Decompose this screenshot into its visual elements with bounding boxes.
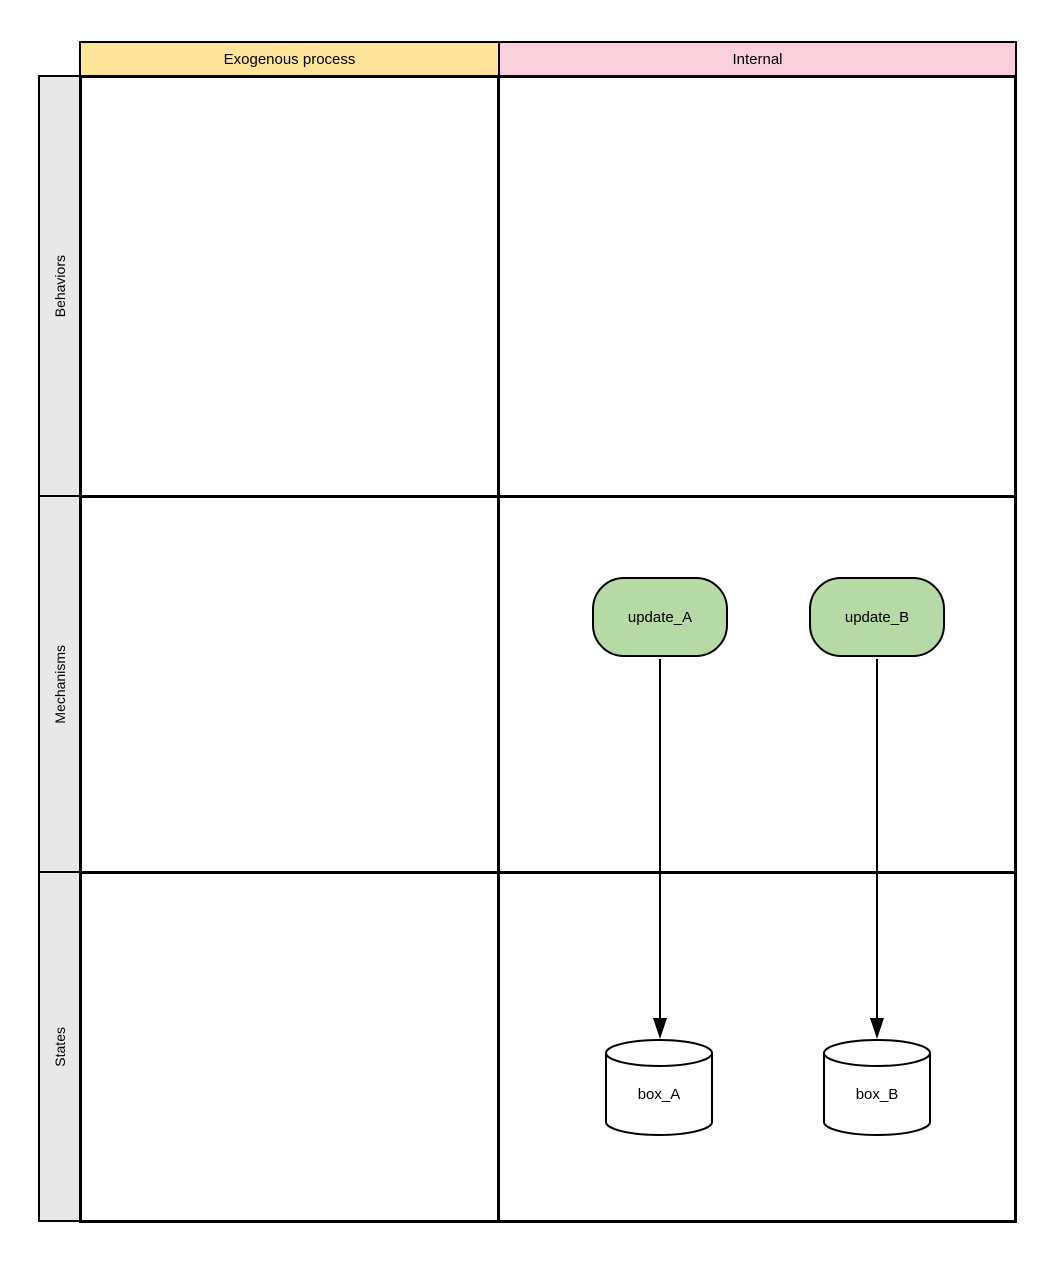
node-update-b[interactable]: update_B	[809, 577, 945, 657]
node-update-a[interactable]: update_A	[592, 577, 728, 657]
row-header-behaviors: Behaviors	[38, 75, 81, 498]
edge-update-b-to-box-b[interactable]	[870, 659, 884, 1039]
grid-divider-vertical	[497, 75, 500, 1223]
cylinder-top-ellipse	[823, 1052, 931, 1067]
grid-divider-behaviors-mechanisms	[79, 495, 1017, 498]
node-update-b-label: update_B	[844, 608, 910, 626]
node-box-a-label: box_A	[638, 1086, 681, 1103]
node-box-a[interactable]: box_A	[605, 1039, 713, 1136]
node-update-a-label: update_A	[627, 608, 693, 626]
row-header-mechanisms: Mechanisms	[38, 495, 81, 874]
edge-update-a-to-box-a[interactable]	[653, 659, 667, 1039]
column-header-label: Internal	[732, 51, 783, 68]
node-box-b-label: box_B	[856, 1086, 899, 1103]
arrowhead-icon	[870, 1018, 884, 1039]
node-box-b[interactable]: box_B	[823, 1039, 931, 1136]
column-header-label: Exogenous process	[223, 51, 356, 68]
grid-divider-mechanisms-states	[79, 871, 1017, 874]
arrowhead-icon	[653, 1018, 667, 1039]
cylinder-top-ellipse	[605, 1052, 713, 1067]
column-header-exogenous-process: Exogenous process	[79, 41, 500, 78]
